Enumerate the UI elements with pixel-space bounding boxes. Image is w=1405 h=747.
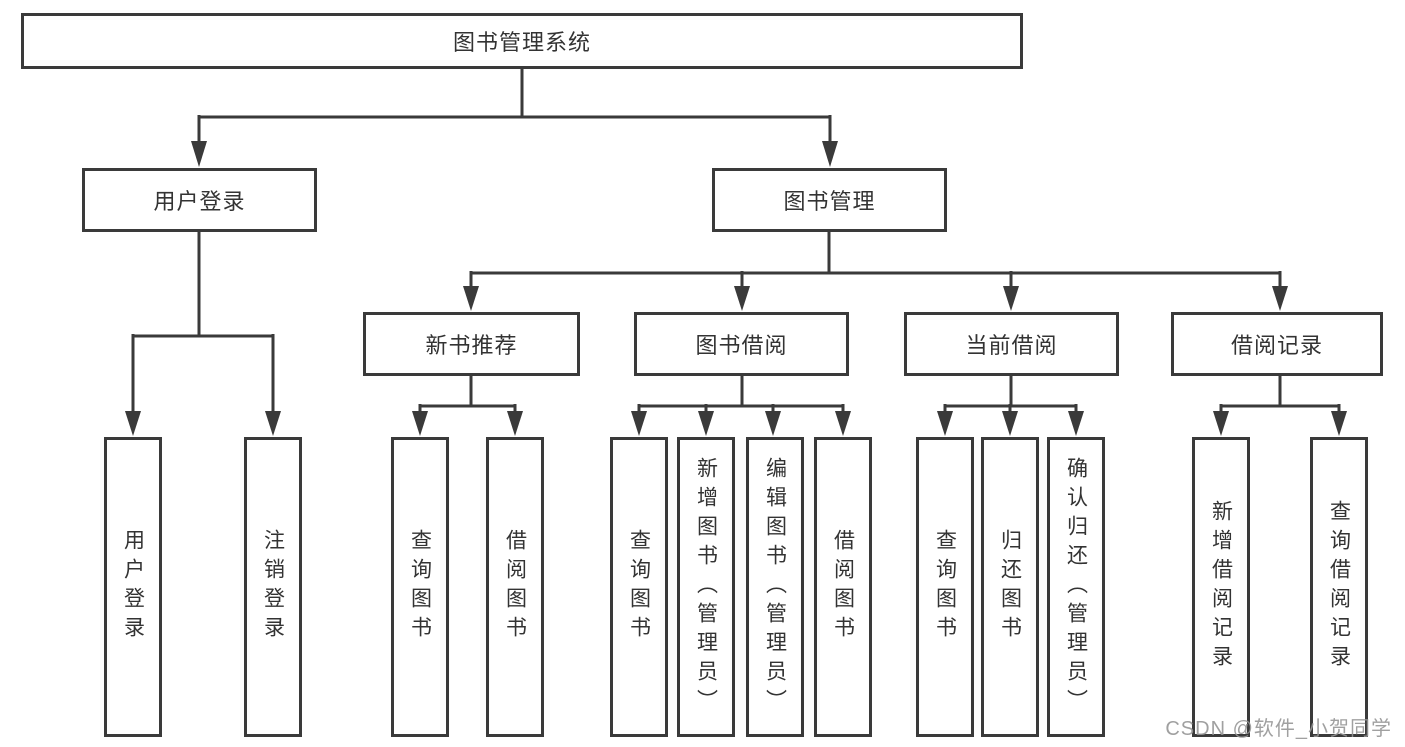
node-label: 当前借阅 [965,333,1058,358]
leaf-label: 归还图书 [998,529,1022,645]
node-current-borrow: 当前借阅 [904,312,1119,376]
leaf-label: 注销登录 [261,529,285,645]
leaf-label: 确认归还（管理员） [1064,456,1088,718]
leaf-query-borrow-record: 查询借阅记录 [1310,437,1368,737]
leaf-user-login: 用户登录 [104,437,162,737]
node-new-book-recommend: 新书推荐 [363,312,580,376]
leaf-label: 新增借阅记录 [1209,500,1233,674]
leaf-confirm-return-admin: 确认归还（管理员） [1047,437,1105,737]
leaf-label: 查询图书 [627,529,651,645]
leaf-query-books: 查询图书 [916,437,974,737]
leaf-borrow-books: 借阅图书 [814,437,872,737]
leaf-label: 借阅图书 [831,529,855,645]
leaf-add-books-admin: 新增图书（管理员） [677,437,735,737]
node-user-login: 用户登录 [82,168,317,232]
leaf-logout: 注销登录 [244,437,302,737]
node-label: 图书管理系统 [452,30,591,55]
node-label: 借阅记录 [1230,333,1323,358]
csdn-watermark: CSDN @软件_小贺同学 [1165,718,1392,740]
node-label: 图书管理 [783,189,876,214]
arrowhead-icons [125,141,1347,436]
leaf-label: 借阅图书 [503,529,527,645]
leaf-add-borrow-record: 新增借阅记录 [1192,437,1250,737]
node-label: 新书推荐 [425,333,518,358]
leaf-query-books: 查询图书 [610,437,668,737]
leaf-edit-books-admin: 编辑图书（管理员） [746,437,804,737]
leaf-label: 查询图书 [408,529,432,645]
leaf-label: 新增图书（管理员） [694,456,718,718]
leaf-query-books: 查询图书 [391,437,449,737]
node-book-management: 图书管理 [712,168,947,232]
leaf-label: 用户登录 [121,529,145,645]
leaf-return-books: 归还图书 [981,437,1039,737]
node-label: 用户登录 [153,189,246,214]
node-label: 图书借阅 [695,333,788,358]
node-book-borrow: 图书借阅 [634,312,849,376]
leaf-borrow-books: 借阅图书 [486,437,544,737]
node-borrow-records: 借阅记录 [1171,312,1383,376]
leaf-label: 查询图书 [933,529,957,645]
node-library-management-system: 图书管理系统 [21,13,1023,69]
leaf-label: 查询借阅记录 [1327,500,1351,674]
leaf-label: 编辑图书（管理员） [763,456,787,718]
